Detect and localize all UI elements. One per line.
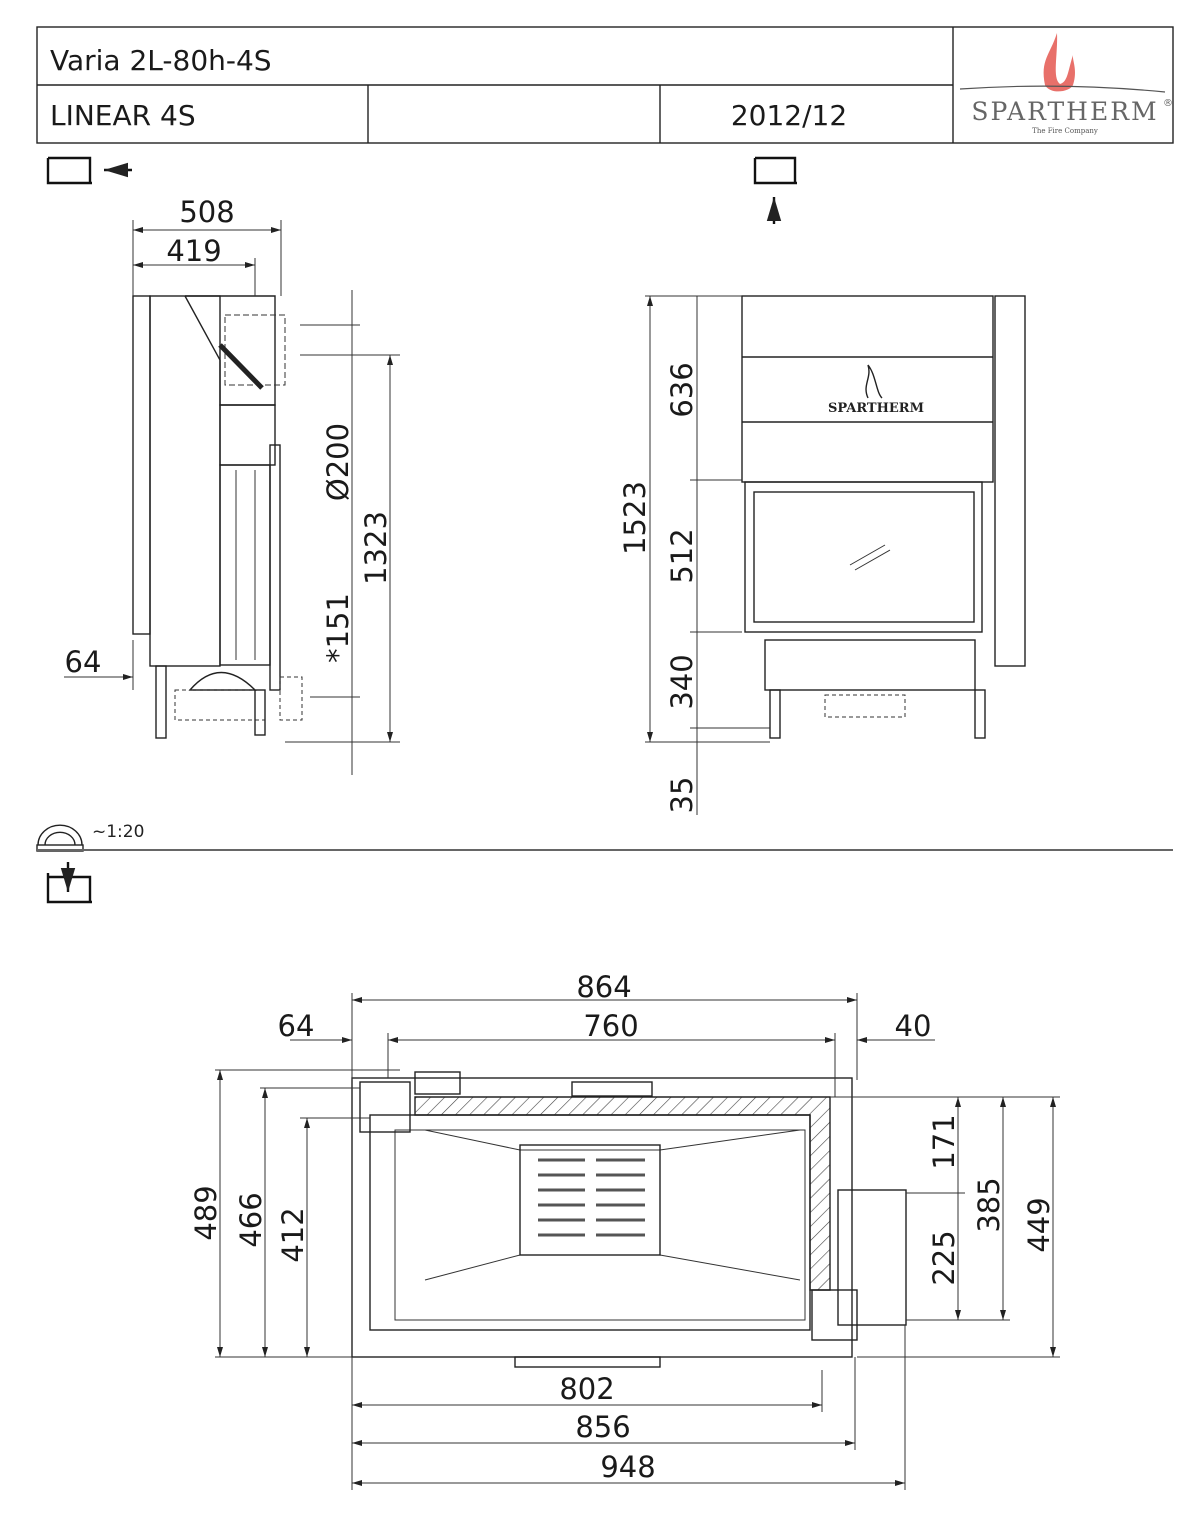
dim-225: 225 xyxy=(927,1230,961,1285)
flame-icon xyxy=(1043,33,1076,92)
svg-text:®: ® xyxy=(1163,98,1173,109)
top-view-arrow-down-icon xyxy=(46,862,92,904)
side-view-arrow-left-icon xyxy=(46,156,132,185)
dim-856: 856 xyxy=(575,1410,630,1444)
dim-802: 802 xyxy=(559,1372,614,1406)
dim-512: 512 xyxy=(665,528,699,583)
drawing-date: 2012/12 xyxy=(731,99,847,132)
dim-385: 385 xyxy=(972,1177,1006,1232)
series-name: LINEAR 4S xyxy=(50,99,196,132)
plan-view-drawing: 864 760 64 40 489 466 412 171 225 385 44… xyxy=(189,970,1060,1490)
dim-171: 171 xyxy=(927,1114,961,1169)
front-view-arrow-up-icon xyxy=(753,156,797,224)
dim-64-side: 64 xyxy=(65,645,102,679)
dim-864: 864 xyxy=(576,970,631,1004)
model-name: Varia 2L-80h-4S xyxy=(50,44,272,77)
dim-419: 419 xyxy=(166,234,221,268)
scale-label: ~1:20 xyxy=(92,822,144,842)
dim-636: 636 xyxy=(665,362,699,417)
dim-340: 340 xyxy=(665,654,699,709)
dim-1323: 1323 xyxy=(359,511,393,585)
svg-text:The Fire Company: The Fire Company xyxy=(1032,127,1098,135)
dim-1523: 1523 xyxy=(618,481,652,555)
dim-466: 466 xyxy=(234,1192,268,1247)
dim-35: 35 xyxy=(665,777,699,814)
dim-64-plan: 64 xyxy=(278,1009,315,1043)
side-view-drawing: 508 419 Ø200 1323 *151 64 xyxy=(64,195,400,775)
dim-489: 489 xyxy=(189,1185,223,1240)
dim-948: 948 xyxy=(600,1450,655,1484)
dim-449: 449 xyxy=(1022,1197,1056,1252)
title-block: Varia 2L-80h-4S LINEAR 4S 2012/12 SPARTH… xyxy=(36,26,1174,144)
dim-40: 40 xyxy=(895,1009,932,1043)
svg-text:SPARTHERM: SPARTHERM xyxy=(971,97,1158,126)
dim-151: *151 xyxy=(321,593,355,663)
spartherm-logo: SPARTHERM The Fire Company ® xyxy=(959,33,1173,135)
dim-flue-diameter: Ø200 xyxy=(321,423,355,501)
front-view-drawing: SPARTHERM 1523 636 512 340 35 xyxy=(618,295,1026,815)
front-logo: SPARTHERM xyxy=(828,401,924,416)
dim-508: 508 xyxy=(179,195,234,229)
protractor-icon xyxy=(36,824,84,852)
dim-760: 760 xyxy=(583,1009,638,1043)
dim-412: 412 xyxy=(276,1207,310,1262)
